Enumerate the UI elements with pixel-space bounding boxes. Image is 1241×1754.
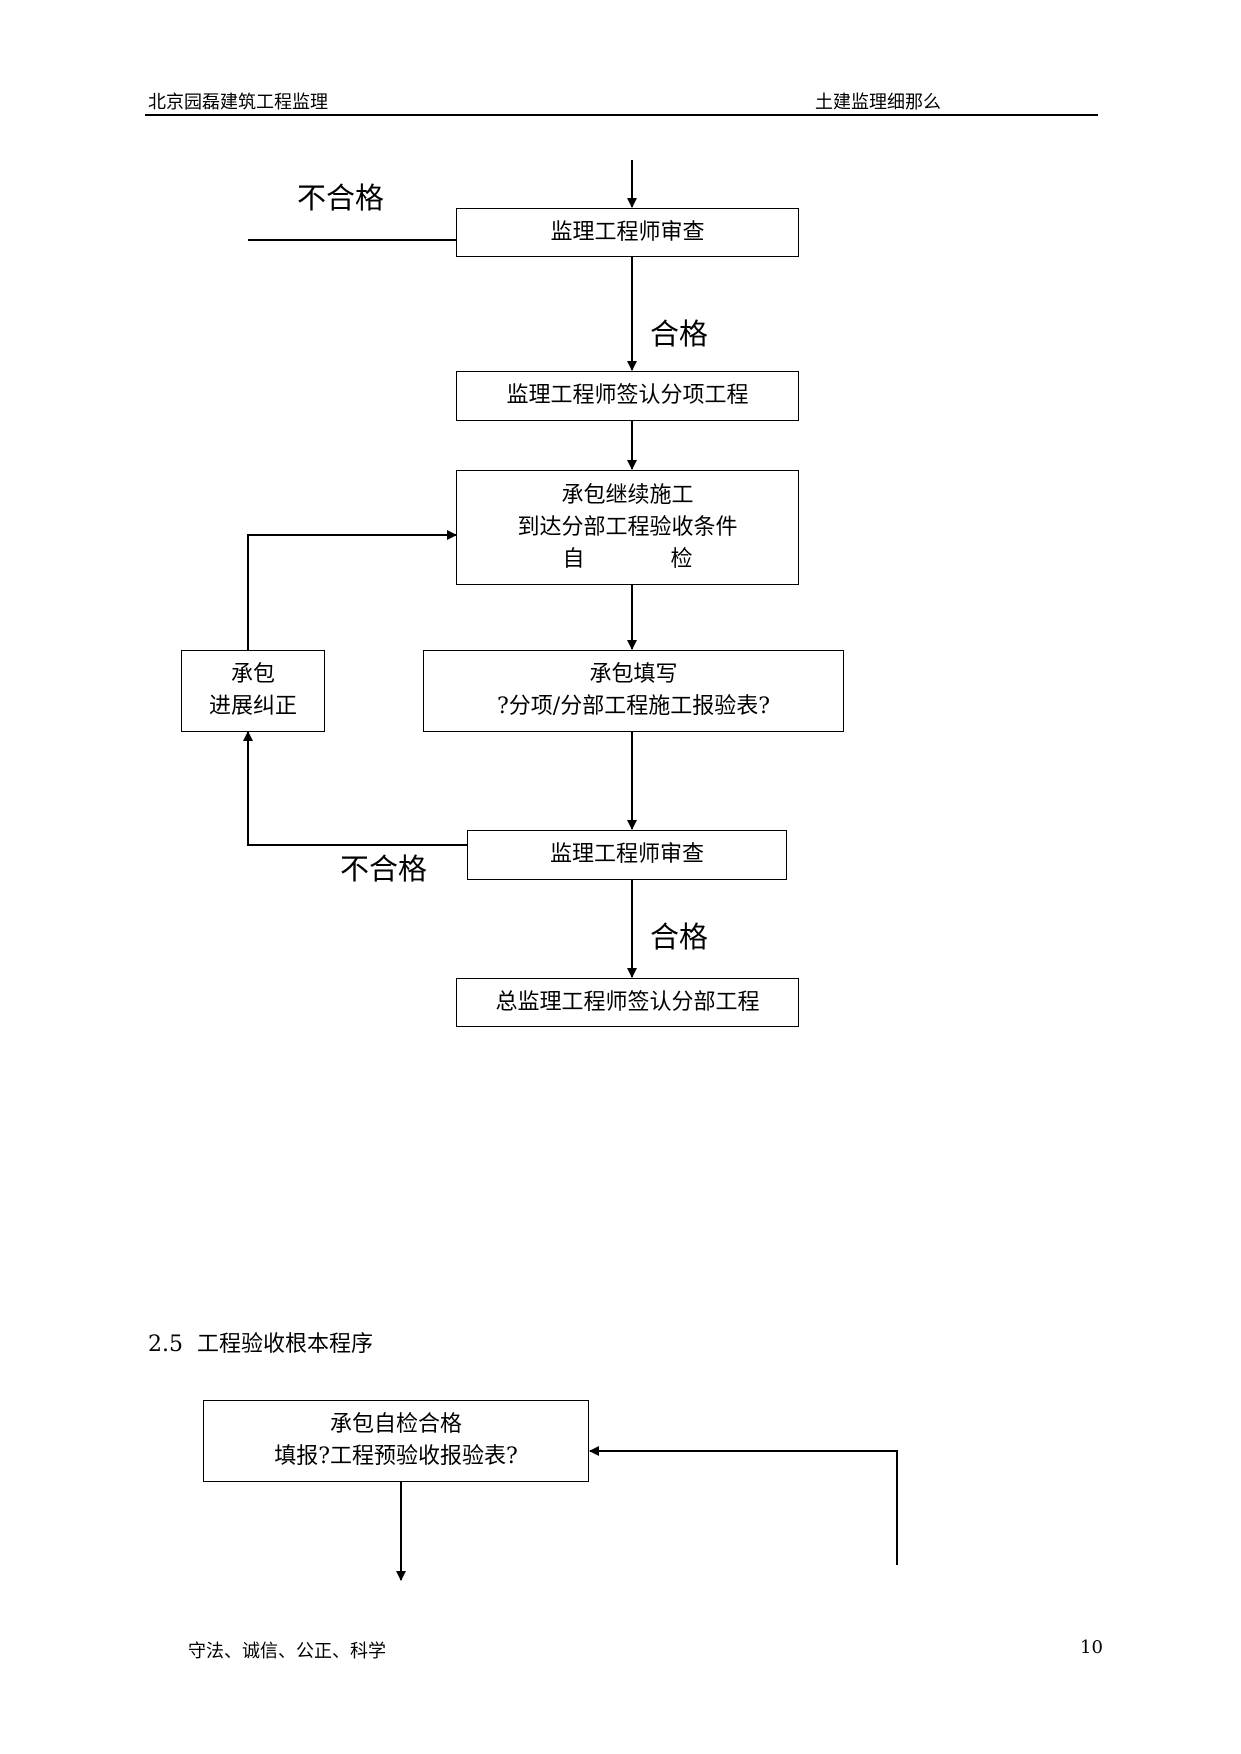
correct-line-2: 进展纠正: [208, 694, 297, 719]
correct-box: 承包 进展纠正: [181, 650, 325, 732]
continue-box: 承包继续施工 到达分部工程验收条件 自 检: [456, 470, 799, 585]
review-box-1: 监理工程师审查: [456, 208, 799, 257]
review-box-2: 监理工程师审查: [467, 830, 787, 880]
continue-line-3b: 检: [670, 546, 693, 572]
final-sign-label: 总监理工程师签认分部工程: [495, 989, 760, 1015]
continue-line-2: 到达分部工程验收条件: [517, 514, 738, 540]
review-box-2-label: 监理工程师审查: [549, 842, 704, 867]
sign-item-label: 监理工程师签认分项工程: [506, 383, 749, 408]
sign-item-box: 监理工程师签认分项工程: [456, 371, 799, 421]
arrow-correct-continue: [247, 530, 457, 650]
fill-line-2: ?分项/分部工程施工报验表?: [496, 694, 770, 719]
review-box-1-label: 监理工程师审查: [550, 219, 705, 245]
header-rule: [145, 114, 1098, 116]
section-heading: 2.5 工程验收根本程序: [148, 1326, 373, 1358]
fill-form-box: 承包填写 ?分项/分部工程施工报验表?: [423, 650, 844, 732]
footer-motto: 守法、诚信、公正、科学: [188, 1641, 386, 1662]
fail-label-1: 不合格: [297, 181, 385, 215]
fill-line-1: 承包填写: [589, 662, 678, 687]
pass-label-2: 合格: [650, 920, 709, 954]
correct-line-1: 承包: [230, 662, 275, 687]
fail-label-2: 不合格: [340, 852, 428, 886]
arrow-return-selfcheck: [589, 1446, 898, 1565]
self-check-line-2: 填报?工程预验收报验表?: [274, 1444, 518, 1469]
section-number: 2.5: [148, 1332, 183, 1357]
self-check-line-1: 承包自检合格: [329, 1412, 462, 1437]
page-number: 10: [1080, 1637, 1103, 1658]
continue-line-3a: 自: [562, 546, 585, 572]
final-sign-box: 总监理工程师签认分部工程: [456, 978, 799, 1027]
section-title: 工程验收根本程序: [197, 1332, 374, 1357]
self-check-box: 承包自检合格 填报?工程预验收报验表?: [203, 1400, 589, 1482]
continue-line-3: 自 检: [563, 544, 693, 576]
pass-label-1: 合格: [650, 317, 709, 351]
header-right: 土建监理细那么: [815, 92, 941, 113]
arrow-fail-2-loop: [243, 731, 468, 846]
continue-line-1: 承包继续施工: [561, 482, 694, 508]
header-left: 北京园磊建筑工程监理: [148, 92, 328, 113]
